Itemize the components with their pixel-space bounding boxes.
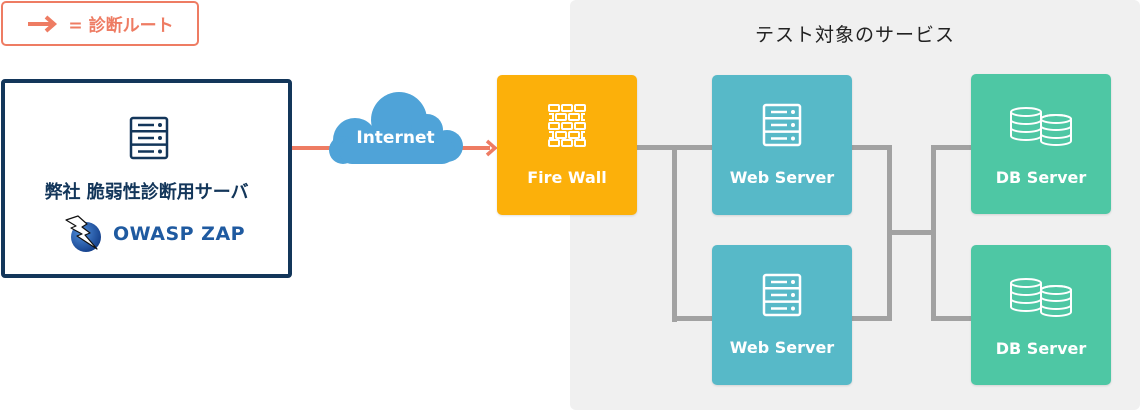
route-line (292, 146, 332, 150)
server-icon (762, 103, 802, 147)
route-arrowhead-icon (485, 139, 498, 157)
connector-line (672, 316, 712, 321)
db-server-node: DB Server (971, 245, 1111, 385)
server-icon (129, 116, 169, 160)
database-icon (1010, 278, 1072, 317)
connector-line (851, 316, 892, 321)
cloud-icon (329, 92, 463, 164)
service-area-title: テスト対象のサービス (754, 24, 955, 46)
web-server-label: Web Server (729, 338, 835, 357)
arrow-right-icon (28, 14, 58, 33)
connector-line (931, 145, 971, 150)
firewall-node: Fire Wall (497, 75, 637, 215)
database-icon (1010, 107, 1072, 146)
connector-line (851, 145, 892, 150)
server-icon (762, 273, 802, 317)
brick-wall-icon (548, 104, 586, 147)
connector-line (931, 316, 971, 321)
owasp-zap-logo-icon (65, 215, 101, 252)
legend-box: = 診断ルート (1, 1, 199, 46)
internet-label: Internet (356, 128, 435, 148)
connector-line (931, 145, 936, 321)
db-server-node: DB Server (971, 74, 1111, 214)
route-line (460, 146, 490, 150)
db-server-label: DB Server (995, 339, 1087, 358)
web-server-label: Web Server (729, 168, 835, 187)
scanner-server-box: 弊社 脆弱性診断用サーバ OWASP ZAP (1, 79, 292, 278)
owasp-zap-logo: OWASP ZAP (63, 214, 245, 254)
web-server-node: Web Server (712, 75, 852, 215)
owasp-zap-name: OWASP ZAP (113, 223, 246, 245)
web-server-node: Web Server (712, 245, 852, 385)
connector-line (672, 145, 677, 322)
scanner-label: 弊社 脆弱性診断用サーバ (44, 182, 249, 203)
firewall-label: Fire Wall (527, 168, 607, 187)
connector-line (887, 230, 935, 235)
legend-text: = 診断ルート (68, 16, 174, 36)
db-server-label: DB Server (995, 168, 1087, 187)
